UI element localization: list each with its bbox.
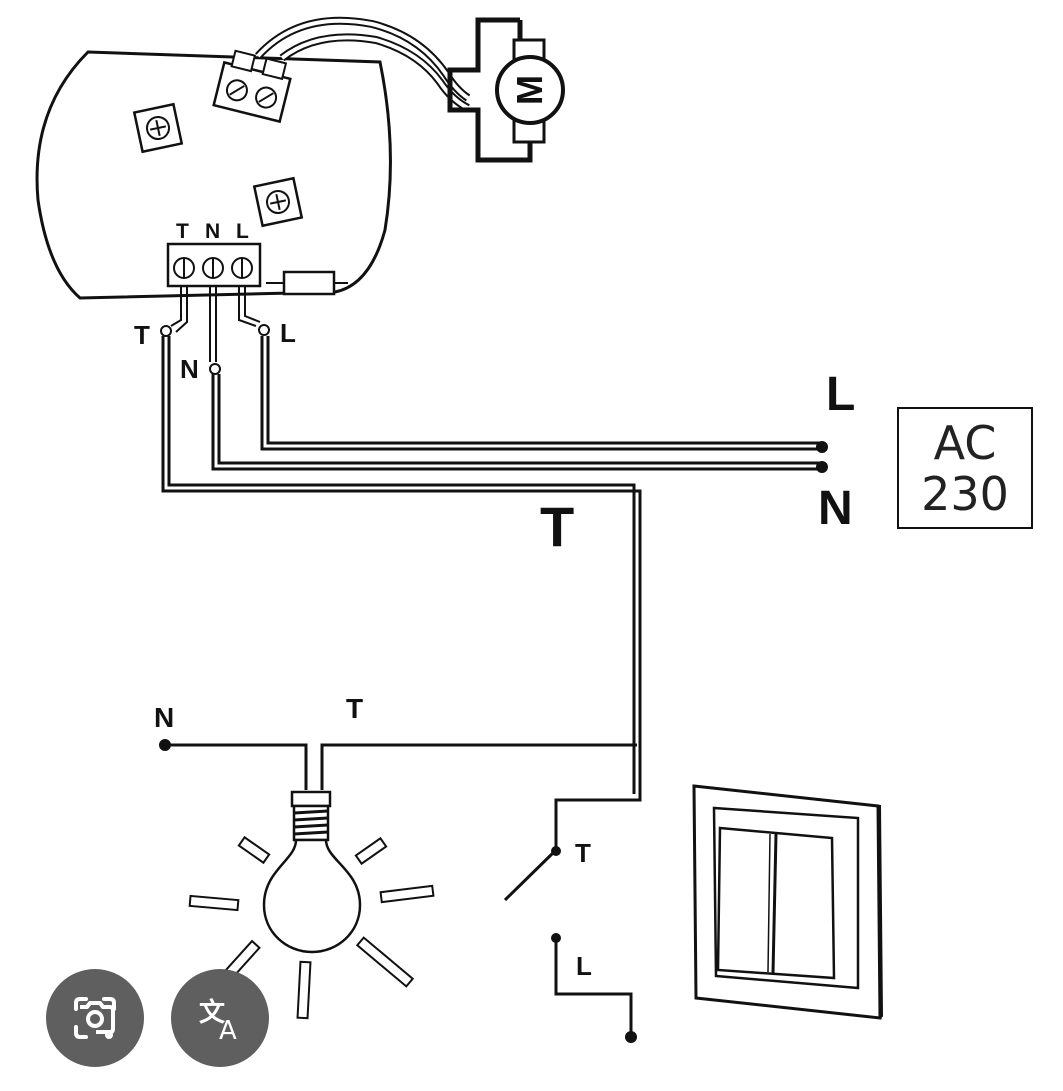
trunk-t-label: T xyxy=(540,495,574,558)
translate-icon: 文 A xyxy=(193,991,247,1045)
supply-n-label: N xyxy=(818,482,853,535)
supply-n-terminal xyxy=(816,461,828,473)
motor: M xyxy=(447,17,565,163)
lens-button[interactable] xyxy=(46,969,144,1067)
motor-label: M xyxy=(509,75,550,105)
lead-n-label: N xyxy=(180,354,199,384)
lead-terminals xyxy=(160,324,270,375)
wall-switch xyxy=(692,784,884,1020)
lamp-n-terminal xyxy=(159,739,171,751)
ac-label: AC xyxy=(934,416,997,470)
voltage-label: 230 xyxy=(921,467,1009,521)
control-module: T N L xyxy=(35,49,392,300)
camera-search-icon xyxy=(70,993,120,1043)
svg-text:A: A xyxy=(219,1016,237,1045)
tnl-terminal-block: T N L xyxy=(166,220,262,288)
terminal-t-label: T xyxy=(176,220,189,243)
ac-supply-box: AC 230 xyxy=(897,407,1033,529)
light-bulb xyxy=(262,790,362,954)
resistor xyxy=(266,270,348,296)
mounting-screw-2 xyxy=(252,176,304,228)
switched-wire xyxy=(161,336,642,850)
lamp-n-label: N xyxy=(154,702,174,733)
svg-text:文: 文 xyxy=(199,997,226,1028)
mounting-screw-1 xyxy=(132,102,184,154)
translate-button[interactable]: 文 A xyxy=(171,969,269,1067)
switch-t-label: T xyxy=(575,838,591,868)
lead-t-label: T xyxy=(134,320,150,350)
device-leads xyxy=(170,286,261,362)
supply-l-terminal xyxy=(816,441,828,453)
live-wire xyxy=(260,336,822,451)
switch-l-label: L xyxy=(576,951,592,981)
terminal-l-label: L xyxy=(236,220,249,243)
switch-contact xyxy=(503,846,637,1043)
lead-l-label: L xyxy=(280,318,296,348)
motor-terminal-block xyxy=(212,49,292,124)
lamp-t-label: T xyxy=(346,693,363,724)
neutral-wire xyxy=(211,374,822,471)
supply-l-label: L xyxy=(826,368,855,421)
terminal-n-label: N xyxy=(205,220,220,243)
